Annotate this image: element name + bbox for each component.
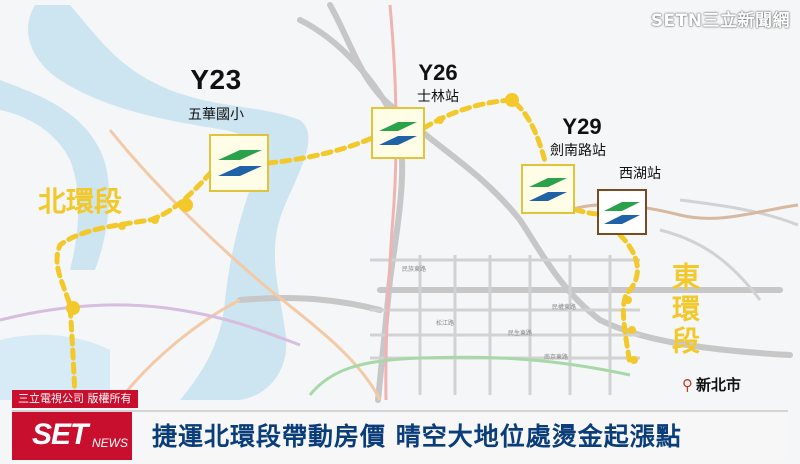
station-name-y23: 五華國小 — [188, 107, 244, 123]
set-news-logo: SET NEWS — [12, 412, 132, 460]
copyright-tag: 三立電視公司 版權所有 — [12, 390, 138, 408]
place-name: 新北市 — [696, 376, 742, 394]
setn-logo: SETN三立新聞網 — [650, 11, 790, 31]
street-label: 民族東路 — [402, 266, 427, 273]
station-box-xihu[interactable] — [597, 189, 647, 235]
station-code-y23: Y23 — [190, 64, 242, 95]
segment-label-north: 北環段 — [38, 185, 123, 218]
set-logo-text: SET — [32, 418, 88, 451]
metro-logo-icon — [379, 122, 417, 131]
circular-line-nodes — [66, 93, 638, 364]
metro-logo-icon — [604, 202, 640, 211]
station-name-y26: 士林站 — [417, 89, 459, 105]
station-box-y29[interactable] — [521, 164, 575, 214]
street-label: 南京東路 — [544, 354, 569, 361]
metro-logo-icon — [218, 150, 262, 160]
station-code-y29: Y29 — [562, 114, 602, 139]
station-name-y29: 劍南路站 — [550, 143, 606, 159]
news-logo-text: NEWS — [92, 436, 128, 450]
station-name-xihu: 西湖站 — [619, 166, 661, 182]
metro-logo-icon-2 — [604, 215, 640, 224]
metro-logo-icon-2 — [379, 136, 417, 145]
station-box-y26[interactable] — [371, 107, 425, 159]
location-pin-icon: ⚲ — [682, 376, 693, 394]
metro-line-green — [308, 355, 631, 396]
metro-line-orange-2 — [118, 298, 241, 401]
river-lower — [0, 334, 110, 400]
news-headline: 捷運北環段帶動房價 晴空大地位處燙金起漲點 — [152, 422, 682, 451]
metro-logo-icon — [529, 178, 567, 187]
metro-logo-icon-2 — [529, 192, 567, 201]
river-tamsui — [0, 80, 110, 270]
street-label: 民生東路 — [508, 330, 533, 337]
station-code-y26: Y26 — [418, 60, 458, 85]
metro-logo-icon-2 — [218, 166, 262, 176]
segment-label-east: 東環段 — [668, 262, 701, 358]
road-network — [237, 2, 793, 403]
metro-line-red — [384, 4, 398, 401]
street-label: 民權東路 — [552, 304, 577, 311]
news-banner: SET NEWS 捷運北環段帶動房價 晴空大地位處燙金起漲點 — [12, 410, 788, 460]
place-label-new-taipei: ⚲新北市 — [682, 374, 741, 395]
metro-line-purple — [0, 303, 301, 347]
station-box-y23[interactable] — [209, 134, 269, 192]
street-label: 松江路 — [436, 320, 455, 327]
metro-line-orange — [108, 129, 382, 401]
